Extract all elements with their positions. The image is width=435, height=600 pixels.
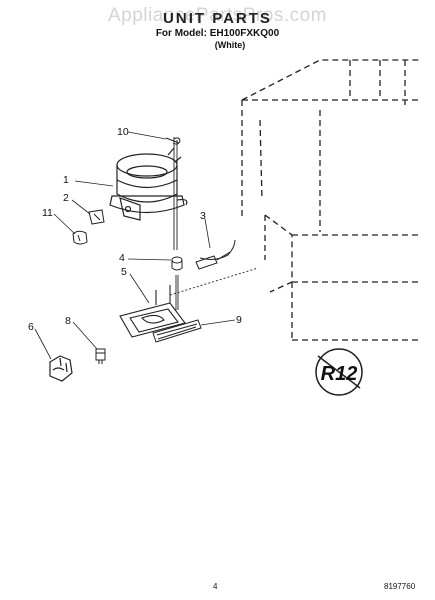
callout-2: 2 [63, 192, 69, 204]
r12-badge [315, 348, 363, 396]
overload-relay [88, 209, 105, 225]
page-number: 4 [213, 582, 218, 591]
channel-bracket [152, 319, 202, 343]
callout-11: 9 [236, 314, 242, 326]
callout-9: 8 [65, 315, 71, 327]
terminal-block [49, 355, 73, 382]
cabinet-outline [241, 59, 420, 341]
watermark: AppliancePartsPros.com [107, 5, 328, 26]
diagram-title: UNIT PARTS [163, 10, 272, 27]
leader-lines [34, 131, 236, 360]
document-number: 8197760 [384, 582, 416, 591]
base-pan [119, 285, 186, 338]
model-line: For Model: EH100FXKQ00 [155, 28, 280, 39]
callout-3: 3 [200, 210, 206, 222]
color-note: (White) [214, 40, 246, 50]
callout-8: 6 [28, 321, 34, 333]
callout-5: 10 [117, 126, 129, 138]
callout-10: 11 [42, 207, 53, 219]
grommet [171, 256, 183, 271]
callout-1: 1 [63, 174, 69, 186]
drier-cable [195, 239, 236, 270]
capillary-tube [169, 137, 259, 310]
callout-4: 4 [119, 252, 125, 264]
r12-badge-label: R12 [321, 363, 358, 385]
callout-6: 5 [121, 266, 127, 278]
compressor [109, 147, 188, 221]
connector [95, 348, 106, 364]
clip [165, 137, 181, 145]
relay-cover [72, 230, 88, 245]
